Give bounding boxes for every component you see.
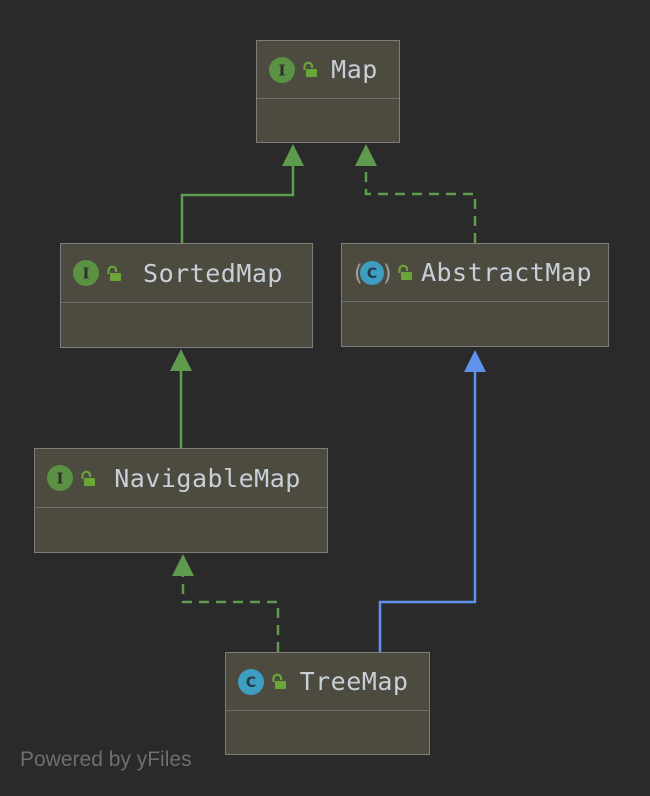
- node-header: C TreeMap: [226, 653, 429, 710]
- node-header: I Map: [257, 41, 399, 98]
- node-label: NavigableMap: [114, 463, 301, 493]
- svg-text:I: I: [82, 265, 89, 283]
- class-node-treemap[interactable]: C TreeMap: [225, 652, 430, 755]
- svg-text:C: C: [246, 675, 256, 691]
- svg-text:C: C: [367, 266, 377, 282]
- abstract-class-icon: ( ) C: [354, 260, 390, 286]
- svg-text:(: (: [354, 261, 363, 286]
- unlocked-icon: [303, 61, 317, 77]
- node-members-section: [342, 301, 608, 346]
- edge-treemap-extends-abstractmap[interactable]: [378, 350, 486, 652]
- unlocked-icon: [398, 264, 412, 280]
- inheritance-arrowhead: [282, 144, 304, 166]
- unlocked-icon: [272, 673, 286, 689]
- node-members-section: [226, 710, 429, 754]
- node-header: ( ) C AbstractMap: [342, 244, 608, 301]
- interface-icon: I: [73, 260, 99, 286]
- svg-text:): ): [383, 261, 390, 286]
- node-members-section: [35, 507, 327, 552]
- node-members-section: [257, 98, 399, 142]
- interface-icon: I: [269, 56, 295, 83]
- class-node-map[interactable]: I Map: [256, 40, 400, 143]
- node-label: Map: [331, 55, 378, 84]
- class-icon: C: [238, 668, 264, 695]
- inheritance-arrowhead: [464, 350, 486, 372]
- edge-treemap-implements-navigablemap[interactable]: [172, 554, 280, 652]
- node-label: TreeMap: [299, 667, 409, 696]
- node-label: AbstractMap: [420, 258, 593, 287]
- unlocked-icon: [107, 265, 121, 281]
- interface-icon: I: [47, 465, 73, 491]
- unlocked-icon: [81, 470, 95, 486]
- edge-abstractmap-implements-map[interactable]: [355, 144, 477, 243]
- inheritance-arrowhead: [170, 349, 192, 371]
- node-label: SortedMap: [143, 258, 283, 288]
- yfiles-watermark: Powered by yFiles: [20, 748, 192, 771]
- edge-sortedmap-extends-map[interactable]: [180, 144, 304, 243]
- node-header: I NavigableMap: [35, 449, 327, 507]
- node-members-section: [61, 302, 312, 347]
- node-header: I SortedMap: [61, 244, 312, 302]
- class-node-navigablemap[interactable]: I NavigableMap: [34, 448, 328, 553]
- inheritance-arrowhead: [172, 554, 194, 576]
- inheritance-arrowhead: [355, 144, 377, 166]
- class-node-abstractmap[interactable]: ( ) C AbstractMap: [341, 243, 609, 347]
- class-node-sortedmap[interactable]: I SortedMap: [60, 243, 313, 348]
- edge-navigablemap-extends-sortedmap[interactable]: [170, 349, 192, 448]
- svg-text:I: I: [278, 61, 285, 79]
- svg-text:I: I: [56, 470, 63, 488]
